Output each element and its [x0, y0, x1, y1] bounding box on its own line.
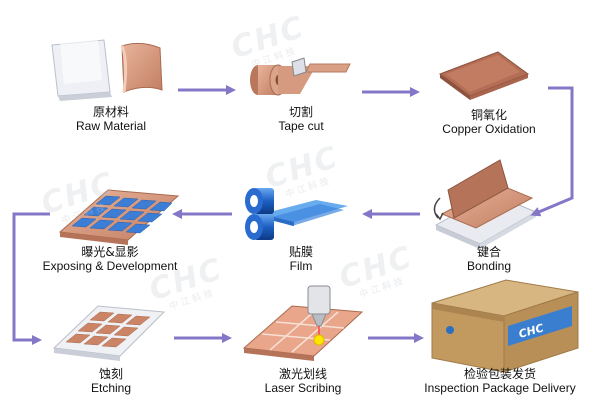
film-icon [245, 188, 348, 240]
bonding-icon [433, 159, 538, 249]
tape-cut-icon [250, 57, 351, 96]
laser-scribing-icon [242, 285, 364, 361]
arrow-oxidation-to-bonding [530, 86, 574, 217]
exposing-development-icon [58, 189, 180, 245]
flow-arrows [12, 85, 574, 345]
etching-icon [52, 305, 166, 361]
package-box-icon: CHC [431, 279, 579, 373]
arrow-exposing-to-etching [12, 212, 50, 345]
raw-material-icon [51, 39, 163, 101]
copper-oxidation-icon [438, 51, 530, 100]
